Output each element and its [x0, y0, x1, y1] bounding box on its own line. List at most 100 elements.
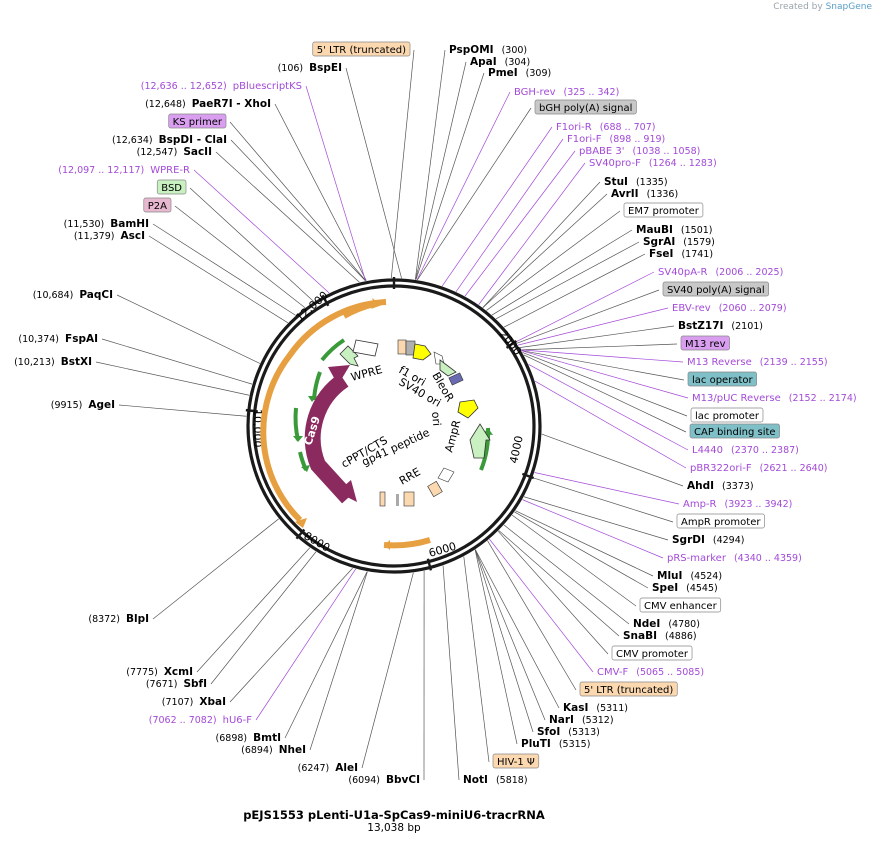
map-label-sv40-poly-a-signal[interactable]: SV40 poly(A) signal [662, 281, 770, 297]
map-label-em7-promoter[interactable]: EM7 promoter [623, 202, 704, 218]
map-label-bsd[interactable]: BSD [156, 179, 187, 195]
label-name: M13 Reverse [687, 357, 752, 368]
label-name: pBR322ori-F [690, 463, 752, 474]
map-label-pbabe-3[interactable]: pBABE 3'(1038 .. 1058) [579, 146, 700, 157]
map-label-alei[interactable]: AleI(6247) [298, 762, 358, 774]
map-label-nhei[interactable]: NheI(6894) [241, 744, 306, 756]
label-name: BspDI - ClaI [159, 134, 227, 146]
map-label-fspai[interactable]: FspAI(10,374) [18, 333, 98, 345]
map-label-bgh-rev[interactable]: BGH-rev(325 .. 342) [514, 87, 619, 98]
map-label-amp-r[interactable]: Amp-R(3923 .. 3942) [683, 499, 792, 510]
label-name: AgeI [88, 399, 115, 411]
map-label-spei[interactable]: SpeI(4545) [652, 582, 718, 594]
label-coord: (8372) [88, 614, 120, 625]
map-label-asci[interactable]: AscI(11,379) [74, 230, 145, 242]
map-label-wpre-r[interactable]: WPRE-R(12,097 .. 12,117) [58, 165, 190, 176]
label-name: PmeI [488, 67, 518, 79]
label-name: AhdI [687, 480, 714, 492]
label-coord: (9915) [51, 400, 83, 411]
map-label-pmei[interactable]: PmeI(309) [488, 67, 551, 79]
map-label-cap-binding-site[interactable]: CAP binding site [689, 423, 780, 439]
feature-box [680, 335, 730, 351]
map-label-pbluescriptks[interactable]: pBluescriptKS(12,636 .. 12,652) [141, 81, 302, 92]
map-label-5-ltr-truncated[interactable]: 5' LTR (truncated) [312, 41, 411, 57]
map-label-m13-rev[interactable]: M13 rev [680, 335, 730, 351]
map-label-ks-primer[interactable]: KS primer [168, 113, 227, 129]
map-label-paer7i-xhoi[interactable]: PaeR7I - XhoI(12,648) [145, 98, 271, 110]
map-label-prs-marker[interactable]: pRS-marker(4340 .. 4359) [667, 553, 802, 564]
leader-line-bmti [284, 571, 368, 739]
leader-line-pbabe-3 [464, 150, 576, 297]
label-coord: (4780) [668, 619, 700, 630]
map-label-sv40pa-r[interactable]: SV40pA-R(2006 .. 2025) [658, 267, 783, 278]
map-label-xcmi[interactable]: XcmI(7775) [126, 666, 193, 678]
map-label-noti[interactable]: NotI(5818) [463, 774, 528, 786]
map-label-maubi[interactable]: MauBI(1501) [636, 224, 713, 236]
map-label-l4440[interactable]: L4440(2370 .. 2387) [692, 445, 799, 456]
map-label-bspdi-clai[interactable]: BspDI - ClaI(12,634) [112, 134, 227, 146]
leader-line-ampr-promoter [532, 477, 674, 523]
map-label-p2a[interactable]: P2A [143, 197, 172, 213]
map-label-ampr-promoter[interactable]: AmpR promoter [676, 513, 765, 529]
map-label-pluti[interactable]: PluTI(5315) [521, 738, 590, 750]
map-label-bgh-poly-a-signal[interactable]: bGH poly(A) signal [534, 99, 637, 115]
map-label-xbai[interactable]: XbaI(7107) [162, 696, 226, 708]
map-label-cmv-promoter[interactable]: CMV promoter [611, 645, 693, 661]
map-label-nari[interactable]: NarI(5312) [549, 714, 614, 726]
map-label-pspomi[interactable]: PspOMI(300) [449, 44, 527, 56]
map-label-bamhi[interactable]: BamHI(11,530) [64, 218, 149, 230]
map-label-snabi[interactable]: SnaBI(4886) [623, 630, 697, 642]
map-label-paqci[interactable]: PaqCI(10,684) [33, 289, 113, 301]
label-coord: (11,379) [74, 231, 115, 242]
map-label-pbr322ori-f[interactable]: pBR322ori-F(2621 .. 2640) [690, 463, 827, 474]
leader-line-xbai [229, 567, 353, 703]
feature-box-label: EM7 promoter [628, 206, 700, 217]
map-label-hu6-f[interactable]: hU6-F(7062 .. 7082) [149, 715, 252, 726]
map-label-blpi[interactable]: BlpI(8372) [88, 613, 149, 625]
map-label-sgrdi[interactable]: SgrDI(4294) [672, 534, 744, 546]
leader-line-ebv-rev [517, 307, 669, 346]
map-label-bstz17i[interactable]: BstZ17I(2101) [678, 320, 763, 332]
map-label-sbfi[interactable]: SbfI(7671) [146, 678, 207, 690]
ring-tick-marks [245, 277, 535, 571]
map-label-kasi[interactable]: KasI(5311) [563, 702, 628, 714]
leader-line-5-ltr-truncated [390, 49, 415, 279]
map-label-agei[interactable]: AgeI (9915) [51, 399, 115, 411]
map-label-f1ori-r[interactable]: F1ori-R(688 .. 707) [556, 122, 655, 133]
map-label-m13-reverse[interactable]: M13 Reverse(2139 .. 2155) [687, 357, 828, 368]
map-label-ebv-rev[interactable]: EBV-rev(2060 .. 2079) [672, 303, 787, 314]
map-label-m13-puc-reverse[interactable]: M13/pUC Reverse(2152 .. 2174) [692, 393, 857, 404]
map-label-ndei[interactable]: NdeI(4780) [633, 618, 700, 630]
map-label-mlui[interactable]: MluI(4524) [657, 570, 722, 582]
map-label-sgrai[interactable]: SgrAI(1579) [643, 236, 715, 248]
feature-cppt-box [396, 494, 399, 506]
map-label-bbvci[interactable]: BbvCI(6094) [348, 774, 420, 786]
label-coord: (325 .. 342) [564, 87, 620, 98]
map-label-hiv-1[interactable]: HIV-1 Ψ [492, 753, 540, 769]
map-label-bspei[interactable]: BspEI(106) [278, 62, 342, 74]
label-name: SnaBI [623, 630, 657, 642]
map-label-bstxi[interactable]: BstXI(10,213) [14, 356, 92, 368]
label-coord: (6894) [241, 745, 273, 756]
map-label-fsei[interactable]: FseI(1741) [649, 248, 713, 260]
label-name: AvrII [611, 188, 639, 200]
map-label-5-ltr-truncated[interactable]: 5' LTR (truncated) [579, 681, 678, 697]
label-name: Amp-R [683, 499, 717, 510]
map-label-bmti[interactable]: BmtI(6898) [216, 732, 281, 744]
map-label-sv40pro-f[interactable]: SV40pro-F(1264 .. 1283) [589, 158, 717, 169]
map-label-apai[interactable]: ApaI(304) [470, 56, 530, 68]
map-label-avrii[interactable]: AvrII(1336) [611, 188, 678, 200]
map-label-ahdi[interactable]: AhdI(3373) [687, 480, 754, 492]
map-label-sfoi[interactable]: SfoI(5313) [537, 726, 600, 738]
map-label-cmv-enhancer[interactable]: CMV enhancer [639, 597, 722, 613]
feature-box-label: lac promoter [695, 411, 760, 422]
map-label-stui[interactable]: StuI(1335) [604, 176, 668, 188]
map-label-lac-promoter[interactable]: lac promoter [690, 407, 764, 423]
map-label-cmv-f[interactable]: CMV-F(5065 .. 5085) [597, 667, 704, 678]
map-label-lac-operator[interactable]: lac operator [687, 371, 757, 387]
label-coord: (1038 .. 1058) [633, 146, 701, 157]
leader-line-kasi [475, 549, 560, 709]
map-label-sacii[interactable]: SacII(12,547) [137, 146, 212, 158]
feature-box [312, 41, 411, 57]
map-label-f1ori-f[interactable]: F1ori-F(898 .. 919) [567, 134, 665, 145]
